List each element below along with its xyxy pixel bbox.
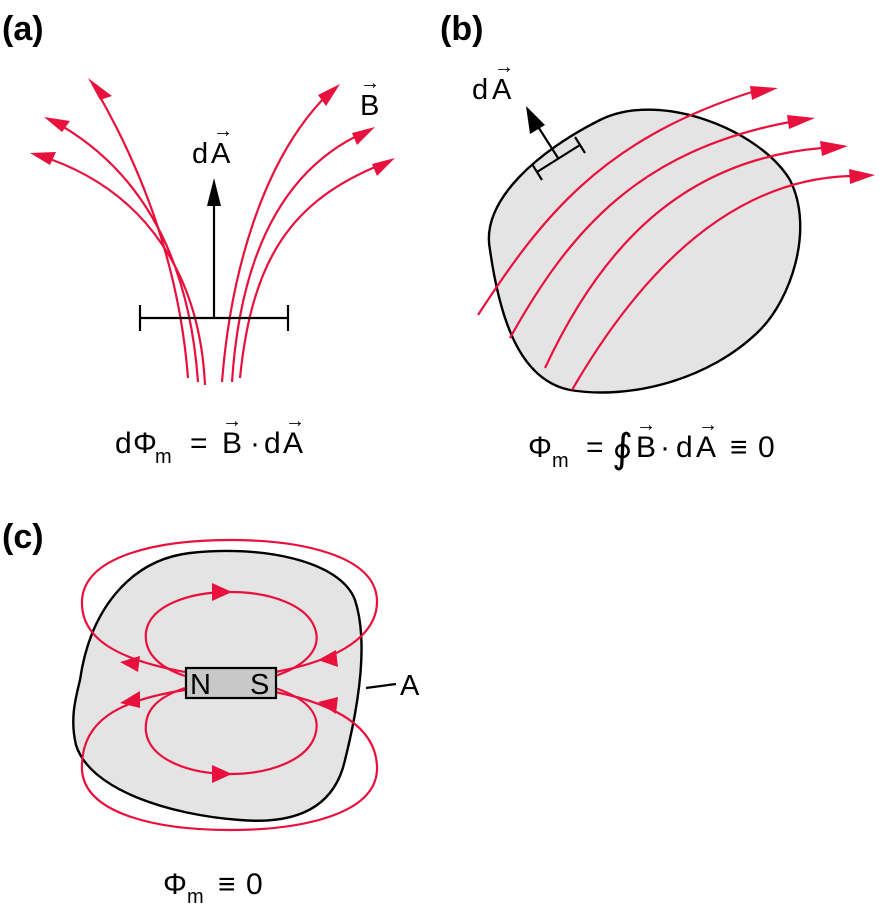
eq-b-dot: · <box>660 431 670 464</box>
field-line-arrow <box>318 697 338 714</box>
panel-b-equation: Φ m = ∮ B → · d A → ≡ 0 <box>528 414 775 472</box>
panel-a-label: (a) <box>2 10 44 48</box>
field-line-arrow <box>372 158 395 176</box>
field-line <box>509 120 791 339</box>
field-line-arrow <box>318 84 340 106</box>
eq-a-equals: = <box>190 427 208 460</box>
field-line-arrow <box>30 152 56 165</box>
field-line <box>94 87 190 379</box>
eq-a-B-arrow: → <box>222 410 242 432</box>
field-line <box>544 146 823 369</box>
panel-b-label: (b) <box>440 10 483 48</box>
magnet-south-label: S <box>250 669 269 701</box>
area-vector-arrow <box>207 178 221 206</box>
field-line-arrow <box>352 127 375 145</box>
panel-c-equation: Φ m ≡ 0 <box>163 868 263 908</box>
eq-b-equiv: ≡ <box>730 431 748 464</box>
eq-b-A-arrow: → <box>698 414 718 436</box>
panel-c: (c) N S A Φ m ≡ 0 <box>2 518 420 908</box>
eq-a-A-arrow: → <box>285 410 305 432</box>
B-label: B <box>360 90 379 122</box>
field-line <box>37 153 207 386</box>
magnet-north-label: N <box>190 669 211 701</box>
eq-a-A: A <box>283 427 303 460</box>
field-line-arrow <box>318 650 338 667</box>
field-line-arrow <box>44 117 70 132</box>
eq-b-equals: = <box>586 431 604 464</box>
B-vector-arrow: → <box>360 72 380 94</box>
panel-c-label: (c) <box>2 518 44 556</box>
eq-a-d2: d <box>264 427 281 460</box>
field-line <box>238 161 386 379</box>
area-element <box>536 144 581 173</box>
field-line-arrow <box>820 141 848 156</box>
field-line <box>80 538 379 674</box>
panel-a-equation: d Φ m = B → · d A → <box>115 410 305 468</box>
field-line-arrow <box>787 115 815 129</box>
field-line-arrow <box>750 86 778 100</box>
eq-c-zero: 0 <box>246 868 263 901</box>
area-vector <box>536 124 559 159</box>
area-vector-arrow <box>526 106 545 134</box>
eq-b-A: A <box>696 431 716 464</box>
eq-c-equiv: ≡ <box>218 868 236 901</box>
eq-b-d: d <box>676 431 693 464</box>
dA-A: A <box>211 138 231 170</box>
field-line-arrow <box>849 169 875 184</box>
eq-a-B: B <box>222 427 242 460</box>
eq-a-dot: · <box>250 427 260 460</box>
b-dA-d: d <box>472 74 488 106</box>
eq-c-phi: Φ <box>163 868 187 901</box>
surface-leader-line <box>365 682 397 690</box>
eq-a-phi: Φ <box>133 427 157 460</box>
eq-a-d: d <box>115 427 132 460</box>
panel-c-field-lines <box>80 538 379 832</box>
eq-b-sub: m <box>552 450 569 472</box>
field-line <box>571 174 851 391</box>
eq-b-oint: ∮ <box>612 427 633 471</box>
area-element-tick <box>531 163 543 181</box>
field-line <box>220 91 331 383</box>
panel-a: (a) d A → B → d <box>2 10 395 468</box>
field-line-arrow <box>88 78 112 100</box>
eq-c-sub: m <box>187 886 204 908</box>
panel-b-field-lines <box>477 86 875 391</box>
field-line-arrow <box>120 656 140 672</box>
field-line-arrow <box>120 691 140 708</box>
eq-a-sub: m <box>155 446 172 468</box>
dA-d: d <box>192 138 208 170</box>
field-line-arrow <box>212 765 232 783</box>
panel-a-field-lines <box>30 78 395 386</box>
bar-magnet <box>184 666 278 700</box>
field-line-arrow <box>212 583 232 601</box>
eq-b-B-arrow: → <box>636 414 656 436</box>
field-line <box>477 90 753 316</box>
panel-b: (b) d A → Φ m = ∮ B → <box>440 10 875 472</box>
eq-b-zero: 0 <box>758 431 775 464</box>
area-element-tick <box>574 136 586 154</box>
eq-b-phi: Φ <box>528 431 552 464</box>
field-line <box>80 688 379 832</box>
b-dA-A: A <box>492 74 512 106</box>
field-line <box>230 130 366 383</box>
dA-vector-arrow: → <box>213 120 233 142</box>
surface-label: A <box>400 670 420 702</box>
field-line <box>54 121 200 383</box>
b-dA-vector-arrow: → <box>494 56 514 78</box>
closed-surface <box>487 108 802 394</box>
eq-b-B: B <box>636 431 656 464</box>
